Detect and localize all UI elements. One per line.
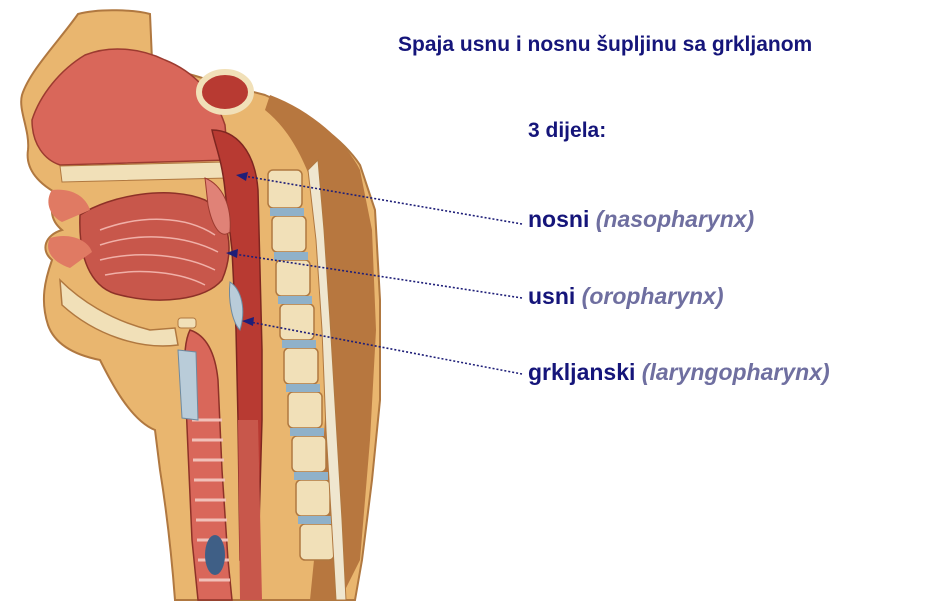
slide-title: Spaja usnu i nosnu šupljinu sa grkljanom xyxy=(398,33,812,57)
thyroid-gland xyxy=(205,535,225,575)
label-latin: (nasopharynx) xyxy=(596,206,754,232)
label-laryngopharynx: grkljanski (laryngopharynx) xyxy=(528,359,830,386)
label-term: nosni xyxy=(528,206,589,232)
thyroid-cartilage xyxy=(178,350,198,420)
hard-palate xyxy=(60,162,228,182)
label-oropharynx: usni (oropharynx) xyxy=(528,283,724,310)
parts-heading: 3 dijela: xyxy=(528,119,606,143)
hyoid-bone xyxy=(178,318,196,328)
label-term: usni xyxy=(528,283,575,309)
sphenoid-sinus xyxy=(199,72,251,112)
label-term: grkljanski xyxy=(528,359,635,385)
label-nasopharynx: nosni (nasopharynx) xyxy=(528,206,754,233)
esophagus xyxy=(238,420,262,600)
label-latin: (oropharynx) xyxy=(582,283,724,309)
label-latin: (laryngopharynx) xyxy=(642,359,830,385)
